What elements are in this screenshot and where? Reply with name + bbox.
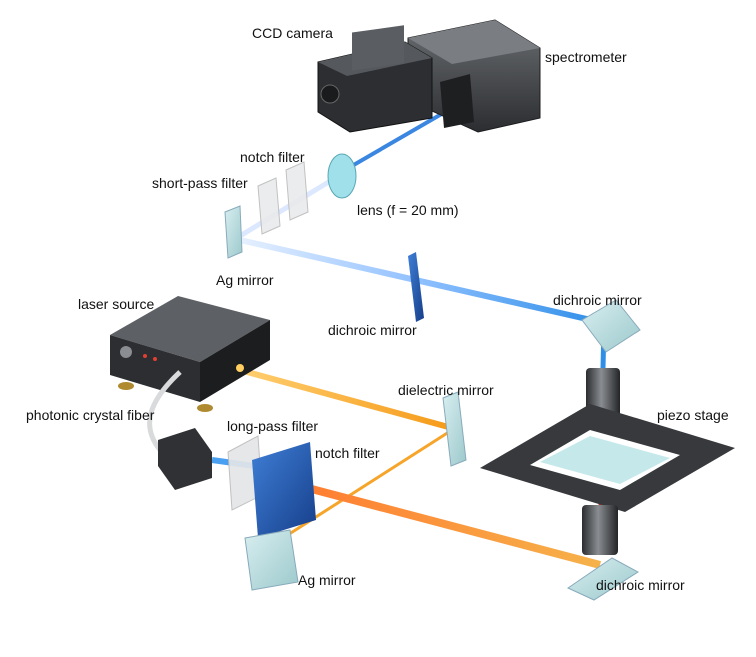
bottom-objective — [582, 505, 618, 555]
laser-source-top — [110, 296, 270, 362]
label-ag-mirror-top: Ag mirror — [216, 272, 274, 288]
beam-spectrometer-lens — [343, 110, 447, 172]
spectrometer-port — [440, 74, 474, 128]
label-dichroic-mirror-bottom: dichroic mirror — [596, 577, 685, 593]
label-short-pass-filter: short-pass filter — [152, 175, 248, 191]
laser-source-side — [200, 320, 270, 402]
label-notch-filter-top: notch filter — [240, 149, 305, 165]
label-spectrometer: spectrometer — [545, 49, 627, 65]
label-long-pass-filter: long-pass filter — [227, 418, 319, 434]
label-dichroic-mirror-mid: dichroic mirror — [328, 322, 417, 338]
ccd-camera-screen — [352, 25, 404, 71]
label-laser-source: laser source — [78, 296, 155, 312]
detection-optics — [224, 153, 357, 259]
label-dichroic-mirror-right: dichroic mirror — [553, 292, 642, 308]
excitation-optics — [227, 391, 467, 591]
laser-led-2 — [153, 357, 157, 361]
beam-laser-dielectric — [239, 367, 453, 431]
beam-agmirror-dichroic — [239, 237, 601, 325]
dichroic-mirror-bottom — [566, 557, 639, 601]
notch-filter-bottom — [252, 442, 316, 538]
label-notch-filter-bottom: notch filter — [315, 445, 380, 461]
notch-filter-top — [285, 161, 309, 221]
dielectric-mirror — [442, 391, 467, 467]
laser-source-front — [110, 335, 200, 402]
laser-foot-1 — [118, 382, 134, 390]
ccd-camera-fan — [320, 84, 340, 104]
label-dielectric-mirror: dielectric mirror — [398, 382, 494, 398]
label-photonic-crystal-fiber: photonic crystal fiber — [26, 407, 155, 423]
laser-source-unit — [110, 296, 270, 412]
microscope-assembly — [480, 368, 735, 601]
label-ag-mirror-bottom: Ag mirror — [298, 572, 356, 588]
spectrometer-top — [408, 20, 540, 64]
dichroic-mirror-mid — [408, 252, 424, 322]
photonic-crystal-fiber-assembly — [147, 370, 212, 490]
label-ccd-camera: CCD camera — [252, 25, 333, 41]
dichroic-mirror-right — [581, 299, 641, 353]
beam-paths — [211, 110, 607, 569]
beam-notch-dichroic — [283, 478, 602, 569]
fiber-coupler — [158, 428, 212, 490]
short-pass-filter — [257, 177, 281, 235]
beam-dielectric-agmirror — [271, 428, 453, 547]
ag-mirror-top — [224, 205, 243, 259]
photonic-crystal-fiber — [147, 370, 182, 452]
ag-mirror-bottom — [244, 529, 299, 591]
sample-slide — [540, 436, 670, 484]
label-piezo-stage: piezo stage — [657, 407, 729, 423]
laser-led-1 — [143, 354, 147, 358]
laser-power-knob — [120, 346, 132, 358]
spectrometer-assembly — [317, 19, 541, 133]
laser-foot-2 — [197, 404, 213, 412]
label-lens: lens (f = 20 mm) — [357, 202, 459, 218]
lens — [327, 153, 357, 199]
laser-output-port — [236, 364, 244, 372]
